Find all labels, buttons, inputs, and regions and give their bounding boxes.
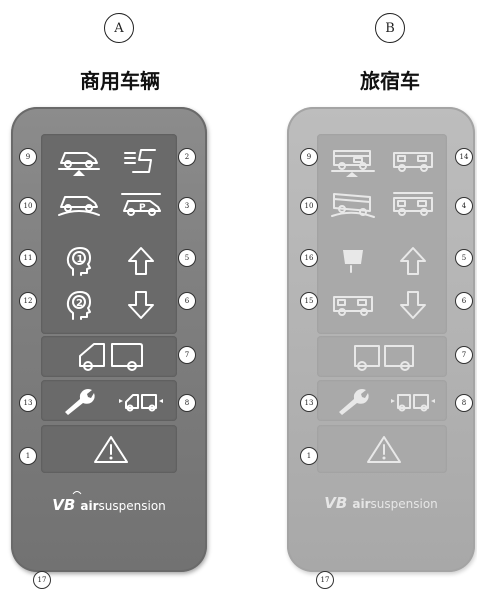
svg-text:1: 1 — [77, 254, 84, 265]
callout-16: 16 — [300, 249, 318, 267]
button-panel-axle — [317, 336, 447, 377]
callout-3: 3 — [178, 197, 196, 215]
warning-button[interactable] — [327, 429, 441, 469]
logo-air: air — [352, 497, 371, 511]
camper-store-button[interactable] — [383, 185, 443, 223]
button-panel-warning — [317, 425, 447, 473]
lower-down-button[interactable] — [111, 285, 171, 325]
axle-select-button[interactable] — [51, 337, 171, 375]
remote-a: P 1 2 — [11, 107, 207, 572]
warning-icon — [94, 436, 128, 463]
callout-4: 4 — [455, 197, 473, 215]
logo-suspension: suspension — [370, 497, 438, 511]
remote-b: VB airsuspension — [287, 107, 475, 572]
callout-13: 13 — [19, 394, 37, 412]
warning-icon — [367, 436, 401, 463]
speed-level-button[interactable] — [111, 142, 171, 180]
camper-store-icon — [393, 192, 433, 216]
button-panel-service — [41, 380, 177, 421]
callout-1: 1 — [300, 447, 318, 465]
logo-brand: VB — [52, 496, 76, 514]
vehicle-lower-button[interactable] — [49, 185, 109, 223]
memory-1-icon: 1 — [66, 247, 91, 276]
service-button[interactable] — [49, 381, 109, 421]
lower-down-button[interactable] — [383, 285, 443, 325]
logo-suspension: suspension — [98, 499, 166, 513]
camper-lower-icon — [331, 193, 375, 218]
arrow-up-icon — [400, 247, 426, 275]
callout-5: 5 — [455, 249, 473, 267]
axle-select-button[interactable] — [327, 337, 441, 375]
callout-17: 17 — [33, 571, 51, 589]
callout-10: 10 — [300, 197, 318, 215]
callout-10: 10 — [19, 197, 37, 215]
callout-9: 9 — [19, 148, 37, 166]
parking-level-button[interactable]: P — [111, 185, 171, 223]
speed-level-icon — [124, 149, 156, 173]
callout-1: 1 — [19, 447, 37, 465]
camper-level-button[interactable] — [383, 142, 443, 180]
level-select-button[interactable] — [383, 381, 443, 421]
bucket-button[interactable] — [323, 241, 383, 281]
camper-raise-icon — [331, 150, 375, 177]
brand-logo: VB airsuspension — [287, 493, 475, 512]
callout-12: 12 — [19, 292, 37, 310]
wrench-icon — [339, 389, 369, 415]
camper-level-2-icon — [333, 296, 373, 316]
callout-7: 7 — [455, 346, 473, 364]
callout-8: 8 — [178, 394, 196, 412]
button-panel-service — [317, 380, 447, 421]
vehicle-raise-button[interactable] — [49, 142, 109, 180]
button-panel-axle — [41, 336, 177, 377]
figure-a-letter: A — [104, 13, 134, 43]
camper-level-icon — [393, 152, 433, 172]
vehicle-lower-icon — [58, 196, 100, 216]
axle-select-icon — [79, 343, 143, 371]
svg-text:2: 2 — [76, 298, 83, 309]
wrench-icon — [65, 389, 95, 415]
logo-air: air — [80, 499, 99, 513]
logo-brand: VB — [324, 494, 348, 512]
callout-13: 13 — [300, 394, 318, 412]
callout-6: 6 — [455, 292, 473, 310]
callout-7: 7 — [178, 346, 196, 364]
svg-text:P: P — [139, 203, 146, 213]
raise-up-button[interactable] — [111, 241, 171, 281]
service-button[interactable] — [323, 381, 383, 421]
callout-2: 2 — [178, 148, 196, 166]
memory-2-button[interactable]: 2 — [49, 285, 109, 325]
callout-14: 14 — [455, 148, 473, 166]
arrow-down-icon — [128, 291, 154, 319]
callout-15: 15 — [300, 292, 318, 310]
camper-raise-button[interactable] — [323, 142, 383, 180]
warning-button[interactable] — [51, 429, 171, 469]
callout-17: 17 — [316, 571, 334, 589]
button-panel-warning — [41, 425, 177, 473]
figure-b-letter: B — [375, 13, 405, 43]
brand-logo: VB airsuspension — [11, 489, 207, 514]
camper-lower-button[interactable] — [323, 185, 383, 223]
button-panel-top — [41, 134, 177, 334]
level-select-icon — [391, 394, 435, 412]
callout-9: 9 — [300, 148, 318, 166]
arrow-up-icon — [128, 247, 154, 275]
callout-8: 8 — [455, 394, 473, 412]
arrow-down-icon — [400, 291, 426, 319]
memory-1-button[interactable]: 1 — [49, 241, 109, 281]
camper-level-2-button[interactable] — [323, 285, 383, 325]
raise-up-button[interactable] — [383, 241, 443, 281]
level-select-button[interactable] — [111, 381, 171, 421]
bucket-icon — [343, 250, 363, 273]
callout-11: 11 — [19, 249, 37, 267]
axle-select-icon — [354, 345, 414, 371]
callout-6: 6 — [178, 292, 196, 310]
memory-2-icon: 2 — [66, 291, 91, 320]
parking-level-icon: P — [121, 193, 161, 216]
signal-icon — [72, 491, 82, 495]
callout-5: 5 — [178, 249, 196, 267]
figure-a-title: 商用车辆 — [80, 69, 160, 93]
level-select-icon — [119, 394, 163, 412]
figure-b-title: 旅宿车 — [360, 69, 420, 93]
vehicle-raise-icon — [58, 152, 100, 176]
